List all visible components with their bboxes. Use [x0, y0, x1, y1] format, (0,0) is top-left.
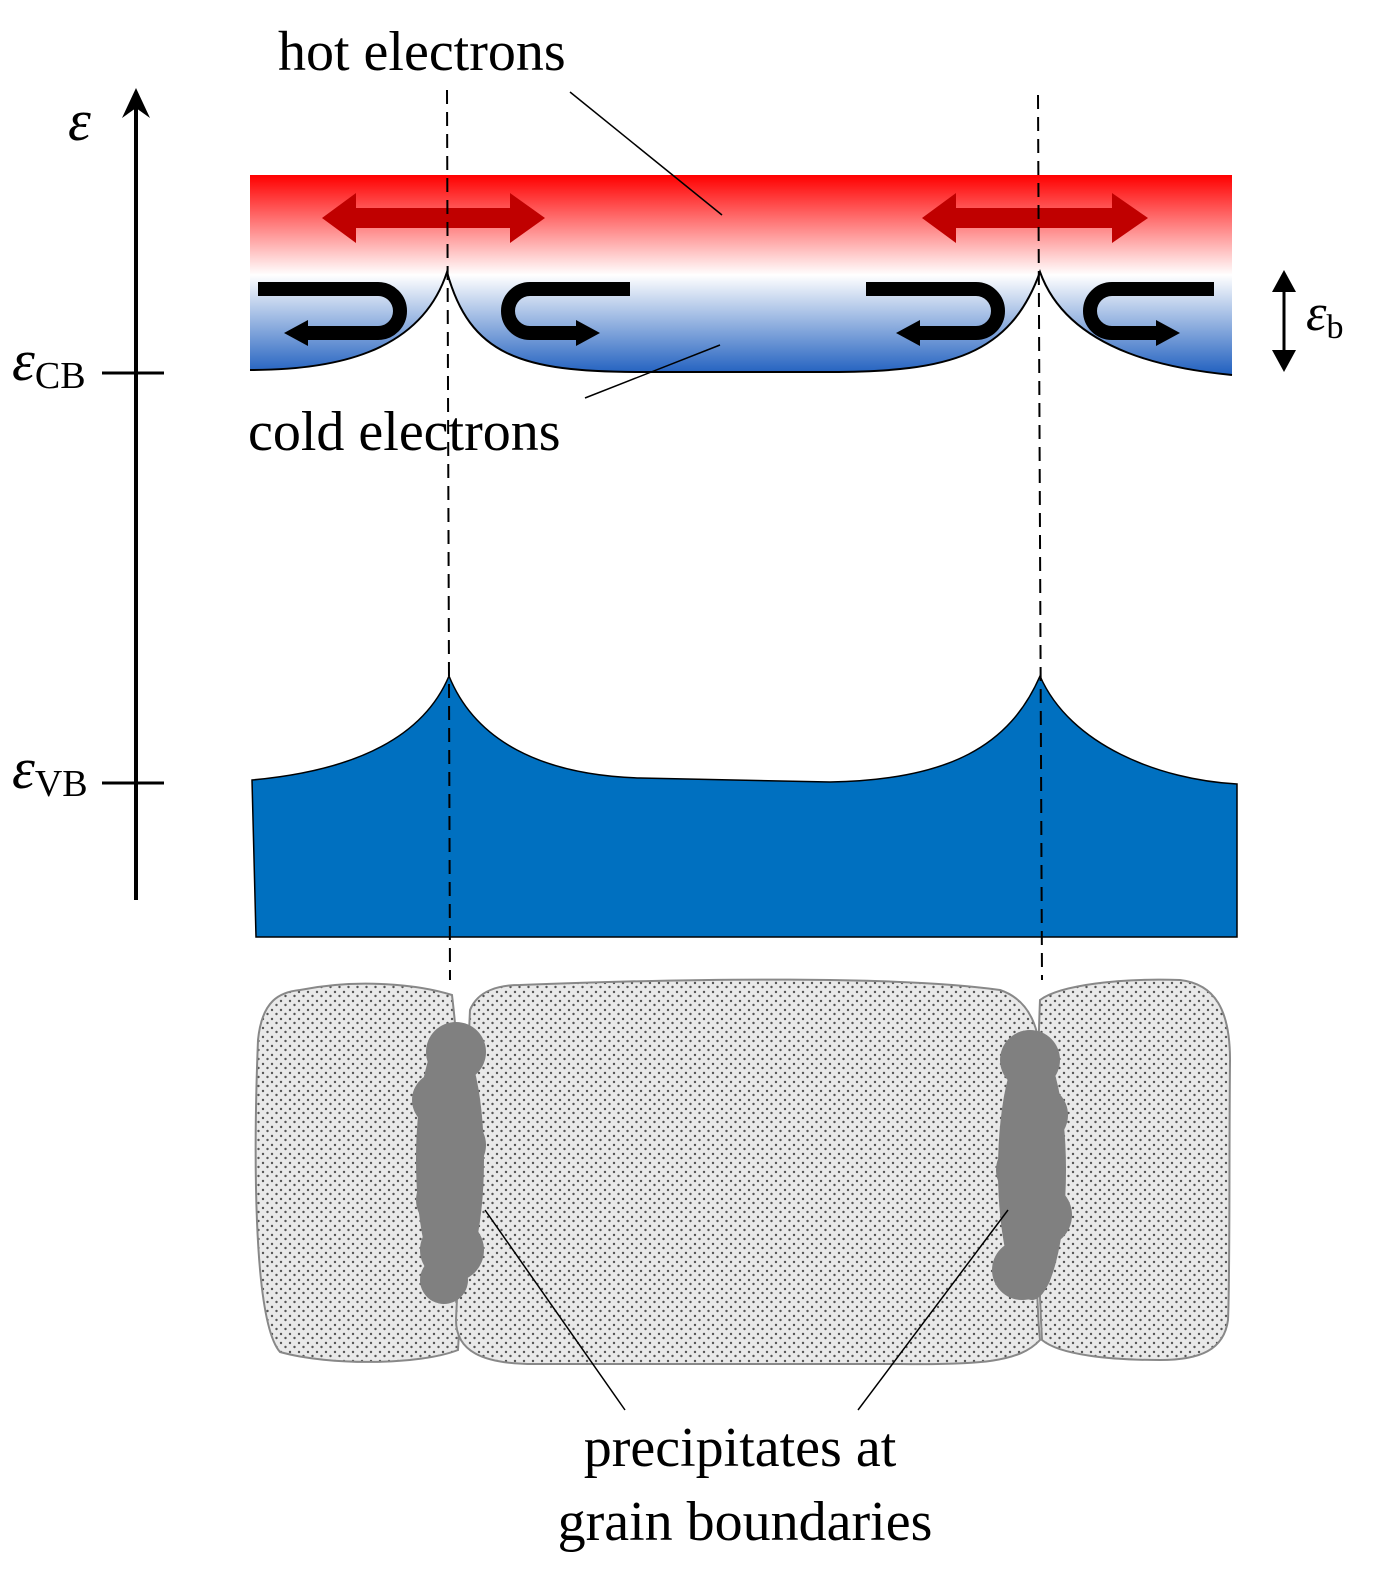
- energy-axis: [102, 88, 164, 900]
- cold-electron-uturn-3: [866, 282, 1005, 346]
- conduction-band-edge: [249, 268, 1233, 376]
- precipitates-leader-left: [484, 1209, 626, 1411]
- grain-middle: [454, 978, 1042, 1366]
- grain-left: [254, 982, 465, 1363]
- grain-boundary-line-right: [1037, 94, 1043, 981]
- hot-electron-arrow-right: [922, 193, 1148, 243]
- grains: [254, 978, 1232, 1366]
- cold-electron-uturn-1: [258, 282, 407, 346]
- hot-electrons-leader: [569, 91, 723, 216]
- grain-boundary-line-left: [446, 89, 451, 981]
- precipitates-label-line2: grain boundaries: [558, 1491, 933, 1553]
- grain-right: [1036, 978, 1232, 1362]
- barrier-height-arrow: [1272, 270, 1296, 372]
- precipitates-left: [412, 1022, 486, 1304]
- hot-electron-arrow-left: [322, 193, 545, 243]
- cold-electrons-leader: [584, 344, 721, 399]
- valence-band: [251, 674, 1238, 938]
- precipitates-label-line1: precipitates at: [584, 1417, 897, 1479]
- precipitates-leader-right: [857, 1209, 1009, 1411]
- cold-electron-uturn-2: [501, 282, 630, 346]
- vb-level-label: εVB: [12, 736, 88, 805]
- cold-electron-uturn-4: [1083, 282, 1214, 346]
- conduction-band: [249, 175, 1233, 376]
- hot-electrons-label: hot electrons: [278, 21, 566, 83]
- energy-axis-label: ε: [68, 88, 91, 153]
- cb-level-label: εCB: [12, 328, 86, 397]
- precipitates-right: [992, 1030, 1072, 1300]
- barrier-height-label: εb: [1306, 285, 1344, 346]
- cold-electrons-label: cold electrons: [248, 401, 561, 463]
